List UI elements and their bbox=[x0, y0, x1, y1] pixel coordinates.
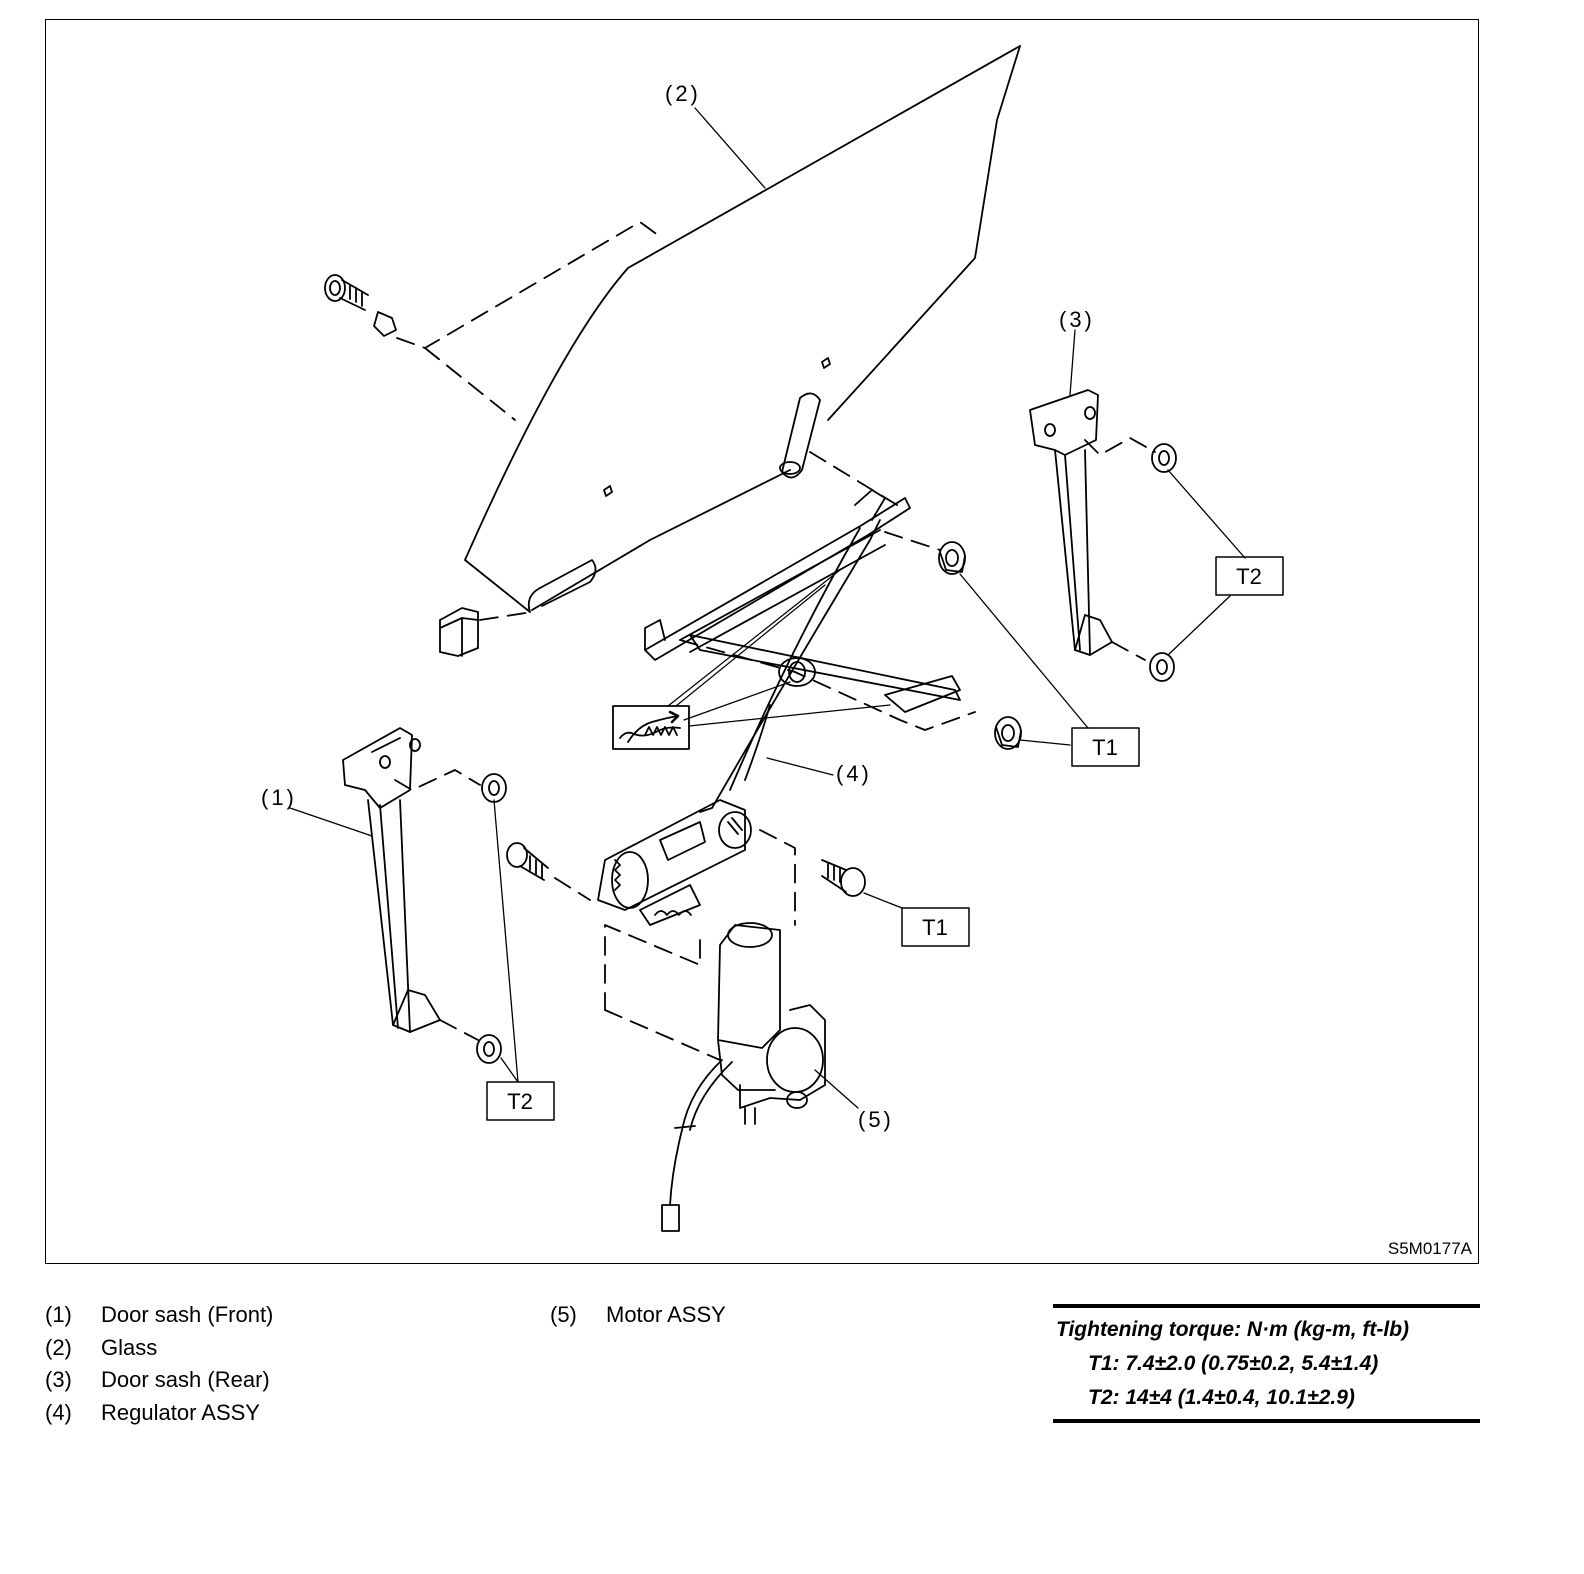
callout-door-sash-rear: (3) bbox=[1059, 307, 1095, 332]
torque-t2: T2: 14±4 (1.4±0.4, 10.1±2.9) bbox=[1088, 1386, 1355, 1409]
glass-clip bbox=[439, 607, 479, 657]
legend-item: (3)Door sash (Rear) bbox=[45, 1367, 270, 1392]
legend-item: (1)Door sash (Front) bbox=[45, 1302, 274, 1327]
callout-door-sash-front: (1) bbox=[261, 785, 297, 810]
tag-text: T2 bbox=[507, 1089, 533, 1114]
legend-item: (4)Regulator ASSY bbox=[45, 1399, 260, 1425]
legend-right: (5)Motor ASSY bbox=[550, 1299, 726, 1332]
front-sash-dashes bbox=[394, 769, 481, 1041]
regulator-bolt-left bbox=[506, 842, 549, 881]
regulator-dashes bbox=[604, 531, 976, 1061]
regulator-nut-right bbox=[994, 716, 1022, 750]
glass-grommet bbox=[373, 311, 397, 337]
tag-text: T1 bbox=[922, 915, 948, 940]
torque-tag-t1-upper: T1 bbox=[1071, 727, 1140, 767]
torque-heading: Tightening torque: N·m (kg-m, ft-lb) bbox=[1056, 1318, 1410, 1341]
callout-glass: (2) bbox=[665, 81, 701, 106]
rear-sash-nut-upper bbox=[1151, 443, 1177, 473]
door-sash-rear bbox=[1029, 389, 1113, 656]
legend-item: (2)Glass bbox=[45, 1334, 158, 1360]
leader-lines bbox=[289, 107, 1246, 1109]
glass-mount-dashes bbox=[396, 221, 903, 621]
tag-text: T1 bbox=[1092, 735, 1118, 760]
bolt-left-dash bbox=[554, 877, 591, 901]
regulator-assembly bbox=[597, 489, 961, 926]
torque-spec: Tightening torque: N·m (kg-m, ft-lb) T1:… bbox=[1053, 1304, 1480, 1423]
torque-tag-t2-left: T2 bbox=[486, 1081, 555, 1121]
legend-left: (1)Door sash (Front) (2)Glass (3)Door sa… bbox=[45, 1299, 273, 1429]
legend-item: (5)Motor ASSY bbox=[550, 1302, 726, 1327]
front-sash-nut-lower bbox=[476, 1034, 502, 1064]
regulator-nut-upper bbox=[938, 541, 966, 575]
torque-t1: T1: 7.4±2.0 (0.75±0.2, 5.4±1.4) bbox=[1088, 1352, 1379, 1375]
glass-panel bbox=[464, 45, 1021, 613]
motor-assembly bbox=[661, 922, 826, 1232]
grease-leaders bbox=[667, 569, 891, 727]
tag-text: T2 bbox=[1236, 564, 1262, 589]
drawing-code: S5M0177A bbox=[1387, 1239, 1472, 1258]
diagram-frame: S5M0177A bbox=[45, 19, 1479, 1264]
rear-sash-dashes bbox=[1084, 437, 1156, 661]
rear-sash-nut-lower bbox=[1149, 652, 1175, 682]
callout-motor: (5) bbox=[858, 1107, 894, 1132]
callout-regulator: (4) bbox=[836, 761, 872, 786]
front-sash-nut-upper bbox=[481, 773, 507, 803]
grease-symbol bbox=[612, 705, 690, 750]
glass-bolt bbox=[324, 274, 369, 311]
regulator-bolt-right bbox=[821, 859, 866, 897]
torque-tag-t2-right: T2 bbox=[1215, 556, 1284, 596]
torque-tag-t1-lower: T1 bbox=[901, 907, 970, 947]
door-sash-front bbox=[342, 727, 441, 1033]
